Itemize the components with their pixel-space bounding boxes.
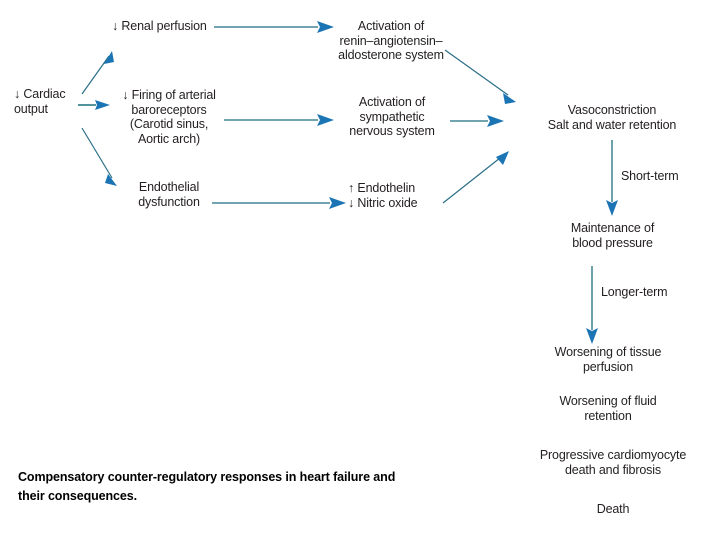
node-endothelin-nitric-oxide: ↑ Endothelin ↓ Nitric oxide: [348, 181, 418, 210]
edge-renal-perfusion-to-raas: [214, 21, 334, 33]
node-endothelial-dysfunction: Endothelial dysfunction: [138, 180, 200, 209]
node-worsening-fluid-retention: Worsening of fluid retention: [559, 394, 657, 423]
edge-endothelial-dysfunction-to-endothelin: [212, 197, 346, 209]
node-worsening-tissue-perfusion: Worsening of tissue perfusion: [554, 345, 662, 374]
edge-label-longer-term: Longer-term: [601, 285, 668, 299]
node-cardiac-output: ↓ Cardiac output: [14, 87, 66, 116]
node-maintenance-blood-pressure: Maintenance of blood pressure: [570, 221, 655, 250]
node-baroreceptors: ↓ Firing of arterial baroreceptors (Caro…: [122, 88, 216, 146]
edge-raas-to-vasoconstriction: [444, 49, 516, 104]
edge-label-short-term: Short-term: [621, 169, 679, 183]
edge-baroreceptors-to-sympathetic: [224, 114, 334, 126]
node-progressive-cardiomyocyte-death: Progressive cardiomyocyte death and fibr…: [539, 448, 687, 477]
node-raas: Activation of renin–angiotensin– aldoste…: [338, 19, 444, 62]
node-vasoconstriction-salt-water-retention: Vasoconstriction Salt and water retentio…: [547, 103, 677, 132]
edge-sympathetic-to-vasoconstriction: [450, 115, 504, 127]
node-death: Death: [596, 502, 630, 516]
figure-caption: Compensatory counter-regulatory response…: [18, 470, 396, 503]
edge-endothelin-to-vasoconstriction: [442, 151, 509, 204]
edge-vasoconstriction-to-maintenance-bp: [606, 140, 618, 216]
edge-maintenance-bp-to-worsening-perfusion: [586, 266, 598, 344]
node-sympathetic: Activation of sympathetic nervous system: [349, 95, 435, 138]
node-renal-perfusion: ↓ Renal perfusion: [112, 19, 207, 33]
